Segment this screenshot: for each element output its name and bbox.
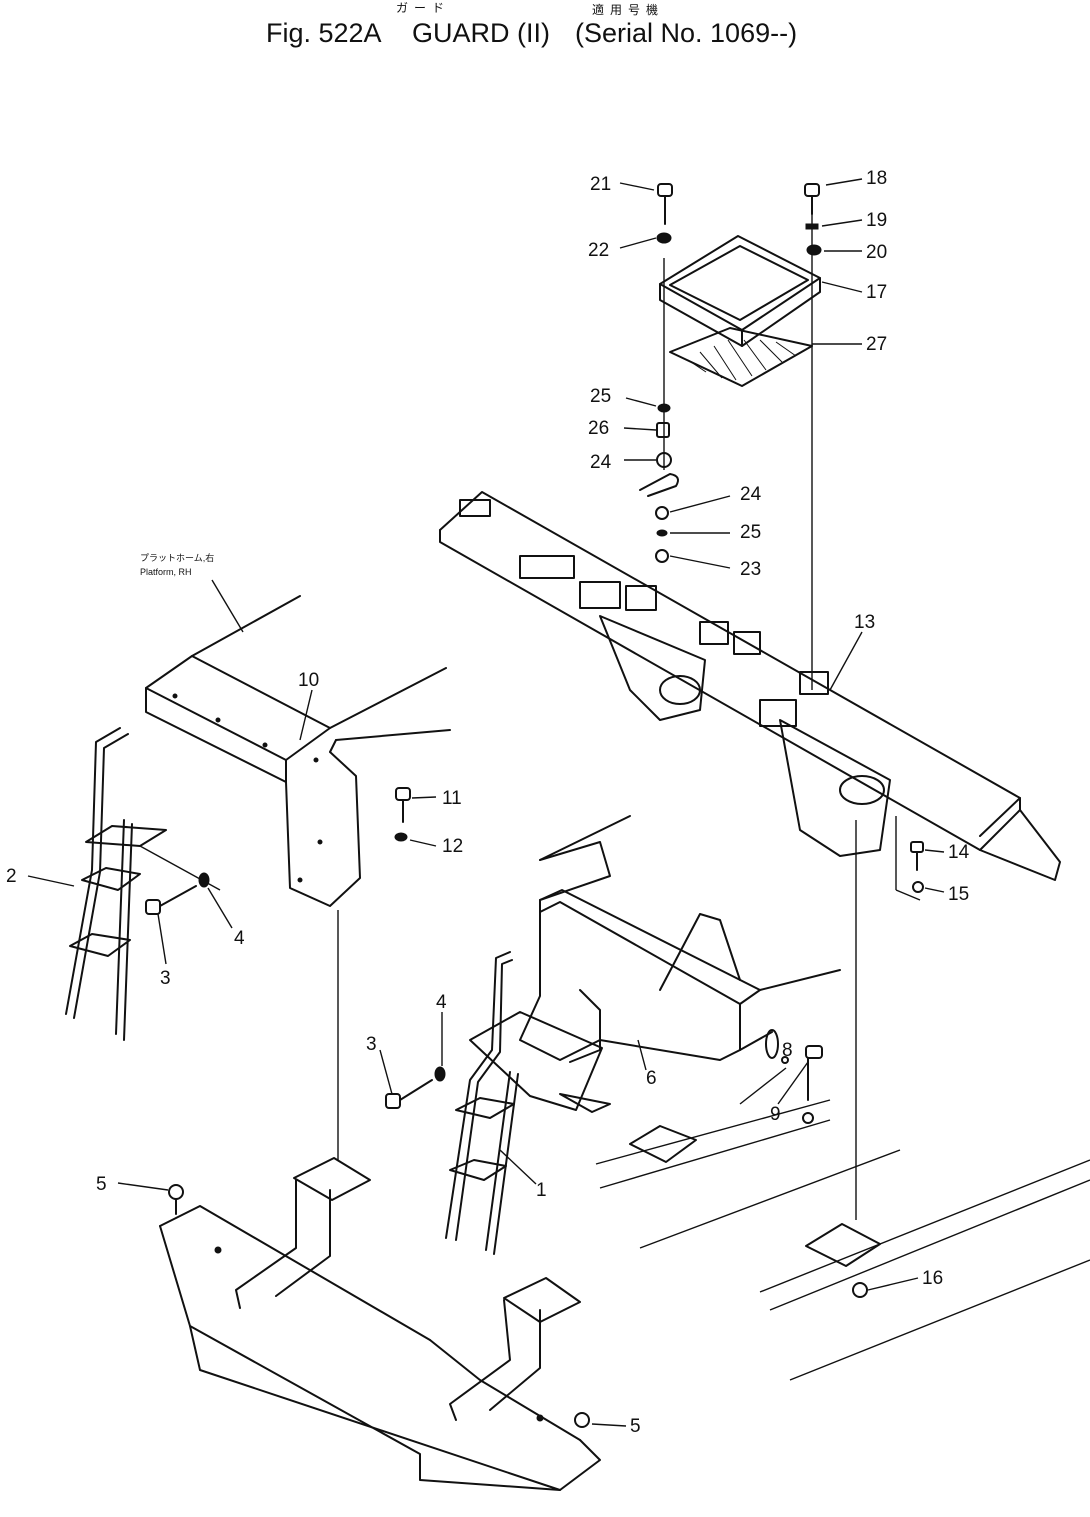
callout-13: 13 [854, 612, 875, 633]
platform-note-en: Platform, RH [140, 567, 192, 577]
base-frame [159, 1149, 1090, 1491]
callout-5: 5 [96, 1174, 107, 1195]
callout-4-center: 4 [436, 992, 447, 1013]
ladder-center [445, 951, 611, 1255]
figure-number: Fig. 522A [266, 18, 382, 48]
misc-bolts [145, 872, 868, 1428]
callout-3-center: 3 [366, 1034, 377, 1055]
ladder-left [65, 727, 221, 1041]
callout-3: 3 [160, 968, 171, 989]
callout-5-lower: 5 [630, 1416, 641, 1437]
callout-26: 26 [588, 418, 609, 439]
callout-12: 12 [442, 836, 463, 857]
callout-22: 22 [588, 240, 609, 261]
callout-19: 19 [866, 210, 887, 231]
right-frame-guard [439, 491, 1061, 1220]
callout-6: 6 [646, 1068, 657, 1089]
platform-note: プラットホーム,右 Platform, RH [140, 552, 244, 633]
title-kana: ガード [396, 1, 450, 15]
callout-17: 17 [866, 282, 887, 303]
hatch-hardware [394, 183, 924, 893]
callout-18: 18 [866, 168, 887, 189]
callout-23: 23 [740, 559, 761, 580]
figure-title: GUARD (II) [412, 18, 550, 48]
callout-10: 10 [298, 670, 319, 691]
callout-2: 2 [6, 866, 17, 887]
serial-range: (Serial No. 1069--) [575, 18, 797, 48]
callout-25: 25 [590, 386, 611, 407]
figure-header: ガード 適用号機 Fig. 522A GUARD (II) (Serial No… [266, 1, 797, 48]
center-bracket [519, 815, 841, 1189]
callout-24-lower: 24 [740, 484, 762, 505]
callout-14: 14 [948, 842, 970, 863]
callout-20: 20 [866, 242, 887, 263]
callout-1: 1 [536, 1180, 547, 1201]
callout-16: 16 [922, 1268, 943, 1289]
platform-rh [145, 595, 451, 1160]
platform-note-jp: プラットホーム,右 [140, 552, 214, 563]
hatch-cover-assembly [659, 200, 821, 690]
serial-kana: 適用号機 [592, 2, 664, 17]
callout-24: 24 [590, 452, 612, 473]
callout-4: 4 [234, 928, 245, 949]
callout-8: 8 [782, 1040, 793, 1061]
leader-lines [27, 178, 945, 1427]
callout-15: 15 [948, 884, 969, 905]
callout-25-lower: 25 [740, 522, 761, 543]
callout-27: 27 [866, 334, 887, 355]
callout-labels: 21 22 18 19 20 17 27 25 26 24 24 25 23 1… [6, 168, 970, 1437]
callout-21: 21 [590, 174, 611, 195]
callout-11: 11 [442, 788, 462, 809]
callout-9: 9 [770, 1104, 781, 1125]
